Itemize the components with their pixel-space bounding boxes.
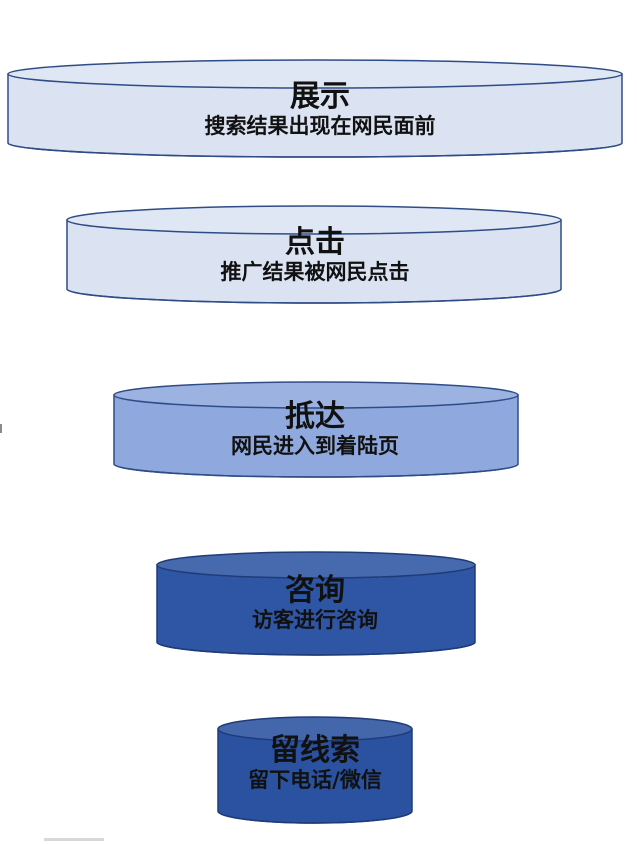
stage-click-subtitle: 推广结果被网民点击 bbox=[220, 260, 410, 284]
stage-click-title: 点击 bbox=[285, 225, 345, 260]
stage-consult-top-ellipse bbox=[156, 551, 476, 579]
stage-show-text: 展示 搜索结果出现在网民面前 bbox=[120, 79, 520, 139]
stage-lead-subtitle: 留下电话/微信 bbox=[248, 768, 382, 792]
edge-mark bbox=[0, 424, 2, 433]
stage-show-bottom-rim bbox=[7, 142, 623, 158]
stage-show-title: 展示 bbox=[290, 79, 350, 114]
stage-click-bottom-rim bbox=[66, 288, 562, 304]
stage-arrive-bottom-rim bbox=[113, 463, 519, 478]
stage-arrive-title: 抵达 bbox=[285, 399, 345, 434]
stage-lead-text: 留线索 留下电话/微信 bbox=[215, 733, 415, 793]
stage-consult-text: 咨询 访客进行咨询 bbox=[190, 573, 440, 633]
funnel-stage-consult bbox=[156, 551, 476, 656]
funnel-stage-show bbox=[7, 59, 623, 158]
stage-lead-title: 留线索 bbox=[270, 733, 360, 768]
stage-consult-subtitle: 访客进行咨询 bbox=[252, 608, 378, 632]
stage-show-subtitle: 搜索结果出现在网民面前 bbox=[204, 114, 436, 138]
stage-lead-bottom-rim bbox=[217, 810, 413, 824]
stage-arrive-text: 抵达 网民进入到着陆页 bbox=[170, 399, 460, 459]
stage-consult-title: 咨询 bbox=[285, 573, 345, 608]
stage-show-top-ellipse bbox=[7, 59, 623, 89]
bottom-mark bbox=[44, 838, 104, 841]
funnel-stage-arrive bbox=[113, 381, 519, 478]
stage-arrive-top-ellipse bbox=[113, 381, 519, 409]
stage-consult-bottom-rim bbox=[156, 641, 476, 656]
funnel-stage-lead bbox=[217, 716, 413, 824]
funnel-stage-click bbox=[66, 205, 562, 304]
stage-click-top-ellipse bbox=[66, 205, 562, 235]
stage-lead-top-ellipse bbox=[217, 716, 413, 742]
stage-click-text: 点击 推广结果被网民点击 bbox=[150, 225, 480, 285]
stage-arrive-subtitle: 网民进入到着陆页 bbox=[231, 434, 399, 458]
